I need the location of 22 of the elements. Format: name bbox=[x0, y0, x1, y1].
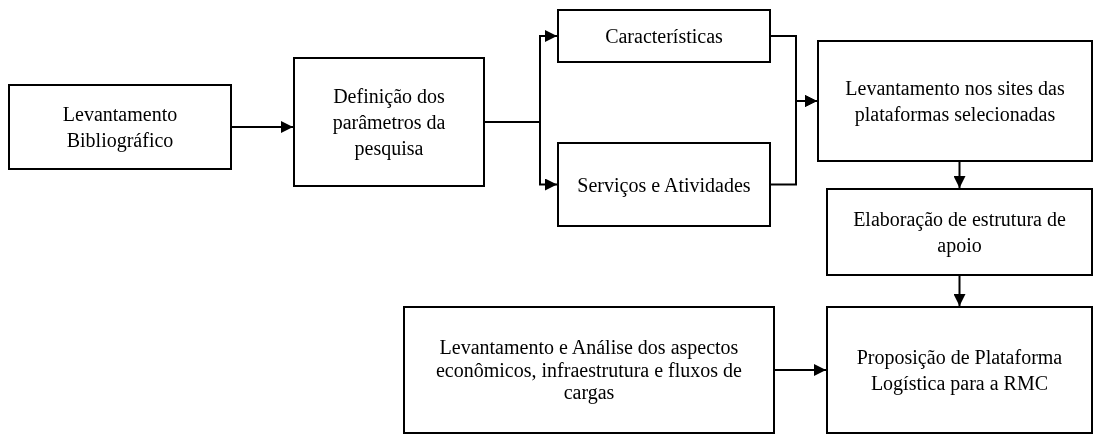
box-label: Levantamento nos sites das plataformas selecionadas bbox=[844, 76, 1066, 127]
arrow bbox=[770, 95, 818, 186]
arrow bbox=[953, 275, 966, 307]
process-box bbox=[557, 9, 771, 63]
process-box bbox=[826, 306, 1093, 434]
arrow bbox=[231, 121, 294, 133]
arrow bbox=[484, 121, 558, 191]
process-box bbox=[403, 306, 775, 434]
arrow bbox=[774, 364, 827, 376]
box-label: Proposição de Plataforma Logística para a RMC bbox=[855, 345, 1064, 396]
box-label: Características bbox=[605, 24, 723, 49]
box-label: Levantamento Bibliográfico bbox=[61, 102, 179, 153]
arrow bbox=[953, 161, 966, 189]
box-label: Serviços e Atividades bbox=[577, 172, 751, 198]
process-box bbox=[817, 40, 1093, 162]
process-box bbox=[557, 142, 771, 227]
process-box bbox=[8, 84, 232, 170]
box-label: Definição dos parâmetros da pesquisa bbox=[331, 84, 447, 161]
box-label: Elaboração de estrutura de apoio bbox=[852, 207, 1067, 258]
box-label: Levantamento e Análise dos aspectos econômicos, infraestrutura e fluxos de cargas bbox=[435, 336, 743, 404]
process-box bbox=[826, 188, 1093, 276]
process-box bbox=[293, 57, 485, 187]
